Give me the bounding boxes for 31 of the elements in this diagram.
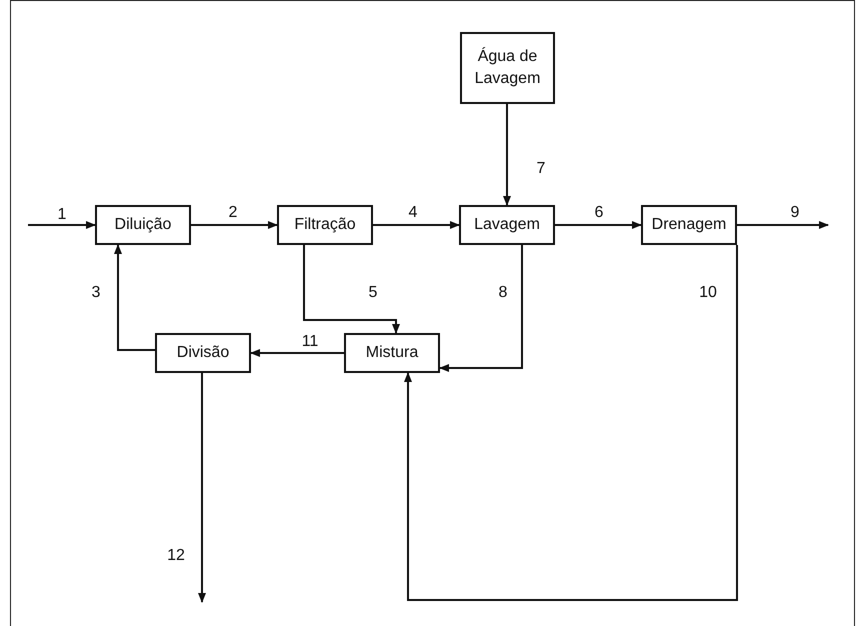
arrow: [114, 244, 155, 351]
arrow: [404, 245, 738, 601]
process-box: Drenagem: [641, 205, 737, 245]
arrow: [198, 373, 206, 603]
stream-number: 7: [536, 160, 546, 178]
arrow: [303, 245, 400, 334]
stream-number: 10: [699, 284, 717, 302]
stream-number: 11: [302, 333, 318, 351]
stream-number: 12: [167, 547, 185, 565]
arrow: [191, 221, 278, 229]
process-box: Filtração: [277, 205, 373, 245]
stream-number: 6: [594, 204, 604, 222]
arrow: [737, 221, 829, 229]
process-box: Diluição: [95, 205, 191, 245]
arrow: [250, 349, 344, 357]
stream-number: 5: [368, 284, 378, 302]
arrow: [439, 245, 523, 372]
process-box: Água de Lavagem: [460, 32, 555, 104]
stream-number: 2: [228, 204, 238, 222]
process-box: Divisão: [155, 333, 251, 373]
arrow: [373, 221, 460, 229]
process-box: Lavagem: [459, 205, 555, 245]
arrow: [503, 104, 511, 206]
arrow: [28, 221, 96, 229]
process-box: Mistura: [344, 333, 440, 373]
stream-number: 8: [498, 284, 508, 302]
stream-number: 1: [58, 206, 66, 224]
stream-number: 4: [408, 204, 418, 222]
stream-number: 9: [790, 204, 800, 222]
arrow: [555, 221, 642, 229]
stream-number: 3: [92, 284, 100, 302]
